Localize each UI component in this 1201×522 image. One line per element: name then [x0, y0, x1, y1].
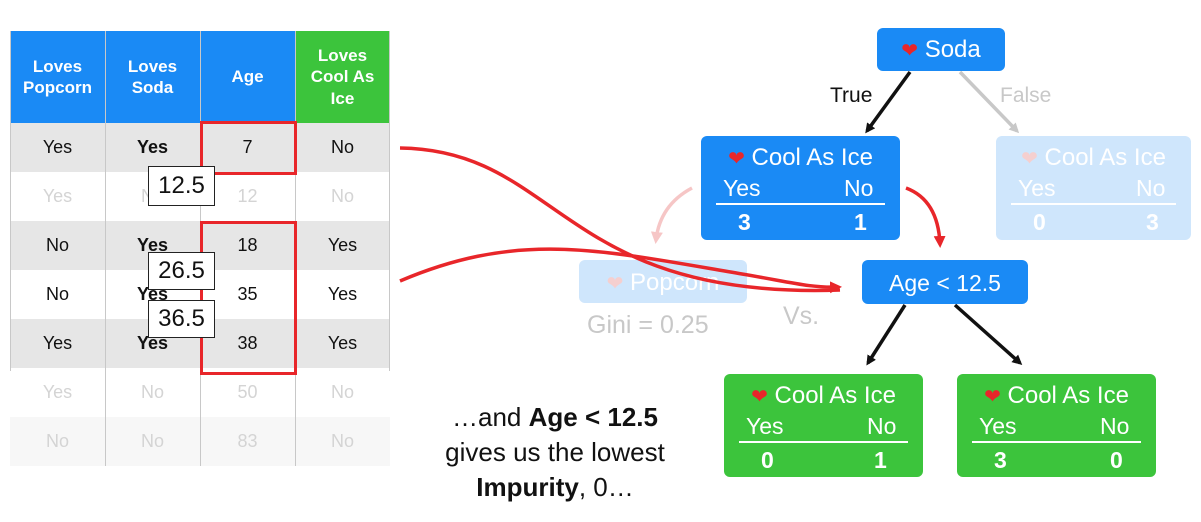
- table-cell: Yes: [136, 235, 169, 255]
- vs-label: Vs.: [783, 302, 820, 330]
- table-cell: Yes: [42, 186, 73, 206]
- yes-label: Yes: [746, 413, 784, 439]
- edge-true-label: True: [830, 84, 873, 107]
- swoop-arrow-bottom: [399, 247, 842, 294]
- no-count: 1: [854, 209, 867, 235]
- yes-label: Yes: [1018, 175, 1056, 201]
- table-cell: 18: [237, 235, 258, 255]
- table-cell: Yes: [327, 333, 358, 353]
- edge-right-leaf-arrow: [953, 303, 1023, 365]
- table-cell: No: [140, 382, 164, 402]
- leaf-node-right: ❤ Cool As Ice Yes No 3 0: [957, 374, 1156, 477]
- header-age-label: Age: [231, 67, 264, 87]
- table-cell: No: [330, 382, 354, 402]
- caption: …and Age < 12.5 gives us the lowest Impu…: [410, 400, 700, 505]
- heart-icon: ❤: [984, 386, 1001, 408]
- node-title: Cool As Ice: [1044, 144, 1166, 171]
- node-title: Cool As Ice: [1007, 382, 1129, 409]
- table-cell: No: [45, 235, 69, 255]
- table-cell: Yes: [42, 333, 73, 353]
- leaf-node-left: ❤ Cool As Ice Yes No 0 1: [724, 374, 923, 477]
- divider: [739, 441, 908, 443]
- age-highlight-box-top: [200, 121, 297, 175]
- heart-icon: ❤: [606, 273, 624, 295]
- node-title: Cool As Ice: [751, 144, 873, 171]
- caption-line-1: …and Age < 12.5: [452, 402, 658, 432]
- no-label: No: [867, 413, 897, 439]
- edge-left-leaf-arrow: [866, 304, 907, 366]
- yes-count: 0: [761, 447, 774, 473]
- table-right-border: [389, 31, 390, 371]
- table-cell: No: [140, 431, 164, 451]
- no-count: 0: [1110, 447, 1123, 473]
- caption-line-3: Impurity, 0…: [476, 472, 634, 502]
- table-cell: No: [330, 137, 354, 157]
- no-count: 3: [1146, 209, 1159, 235]
- cool-as-ice-node-right: ❤ Cool As Ice Yes No 0 3: [996, 136, 1191, 240]
- swoop-arrow-top: [399, 146, 841, 293]
- yes-count: 0: [1033, 209, 1046, 235]
- table-cell: 35: [237, 284, 258, 304]
- table-cell: No: [45, 431, 69, 451]
- no-label: No: [844, 175, 874, 201]
- threshold-box: 26.5: [148, 252, 215, 290]
- edge-true-arrow: [865, 70, 912, 134]
- table-cell: 50: [237, 382, 258, 402]
- gini-label: Gini = 0.25: [587, 311, 709, 339]
- root-node: ❤ Soda: [877, 28, 1005, 71]
- heart-icon: ❤: [728, 148, 745, 170]
- table-cell: 7: [242, 137, 253, 157]
- table-cell: 12: [237, 186, 258, 206]
- age-node-label: Age < 12.5: [889, 270, 1001, 296]
- divider: [972, 441, 1141, 443]
- divider: [1011, 203, 1176, 205]
- edge-false-arrow: [958, 70, 1020, 134]
- age-node: Age < 12.5: [862, 260, 1028, 304]
- table-cell: No: [330, 186, 354, 206]
- heart-icon: ❤: [1021, 148, 1038, 170]
- caption-line-2: gives us the lowest: [445, 437, 665, 467]
- cool-as-ice-node-left: ❤ Cool As Ice Yes No 3 1: [701, 136, 900, 240]
- table-cell: Yes: [42, 382, 73, 402]
- table-cell: Yes: [327, 235, 358, 255]
- heart-icon: ❤: [751, 386, 768, 408]
- table-cell: Yes: [136, 333, 169, 353]
- threshold-box: 12.5: [148, 166, 215, 206]
- age-highlight-box-bottom: [200, 221, 297, 375]
- yes-count: 3: [994, 447, 1007, 473]
- header-age: Age: [200, 31, 295, 123]
- col-divider: [105, 31, 106, 466]
- table-cell: 83: [237, 431, 258, 451]
- table-cell: No: [45, 284, 69, 304]
- heart-icon: ❤: [901, 40, 919, 62]
- node-title: Cool As Ice: [774, 382, 896, 409]
- table-cell: Yes: [42, 137, 73, 157]
- table-cell: Yes: [327, 284, 358, 304]
- edge-false-label: False: [1000, 84, 1052, 107]
- faded-red-arrow: [650, 186, 693, 244]
- threshold-box: 36.5: [148, 300, 215, 338]
- table-left-border: [10, 31, 11, 371]
- yes-label: Yes: [723, 175, 761, 201]
- no-count: 1: [874, 447, 887, 473]
- root-label: Soda: [924, 36, 981, 63]
- yes-label: Yes: [979, 413, 1017, 439]
- no-label: No: [1136, 175, 1166, 201]
- no-label: No: [1100, 413, 1130, 439]
- divider: [716, 203, 885, 205]
- red-arrow-to-age: [905, 186, 946, 248]
- table-cell: Yes: [136, 137, 169, 157]
- yes-count: 3: [738, 209, 751, 235]
- table-cell: 38: [237, 333, 258, 353]
- table-cell: No: [330, 431, 354, 451]
